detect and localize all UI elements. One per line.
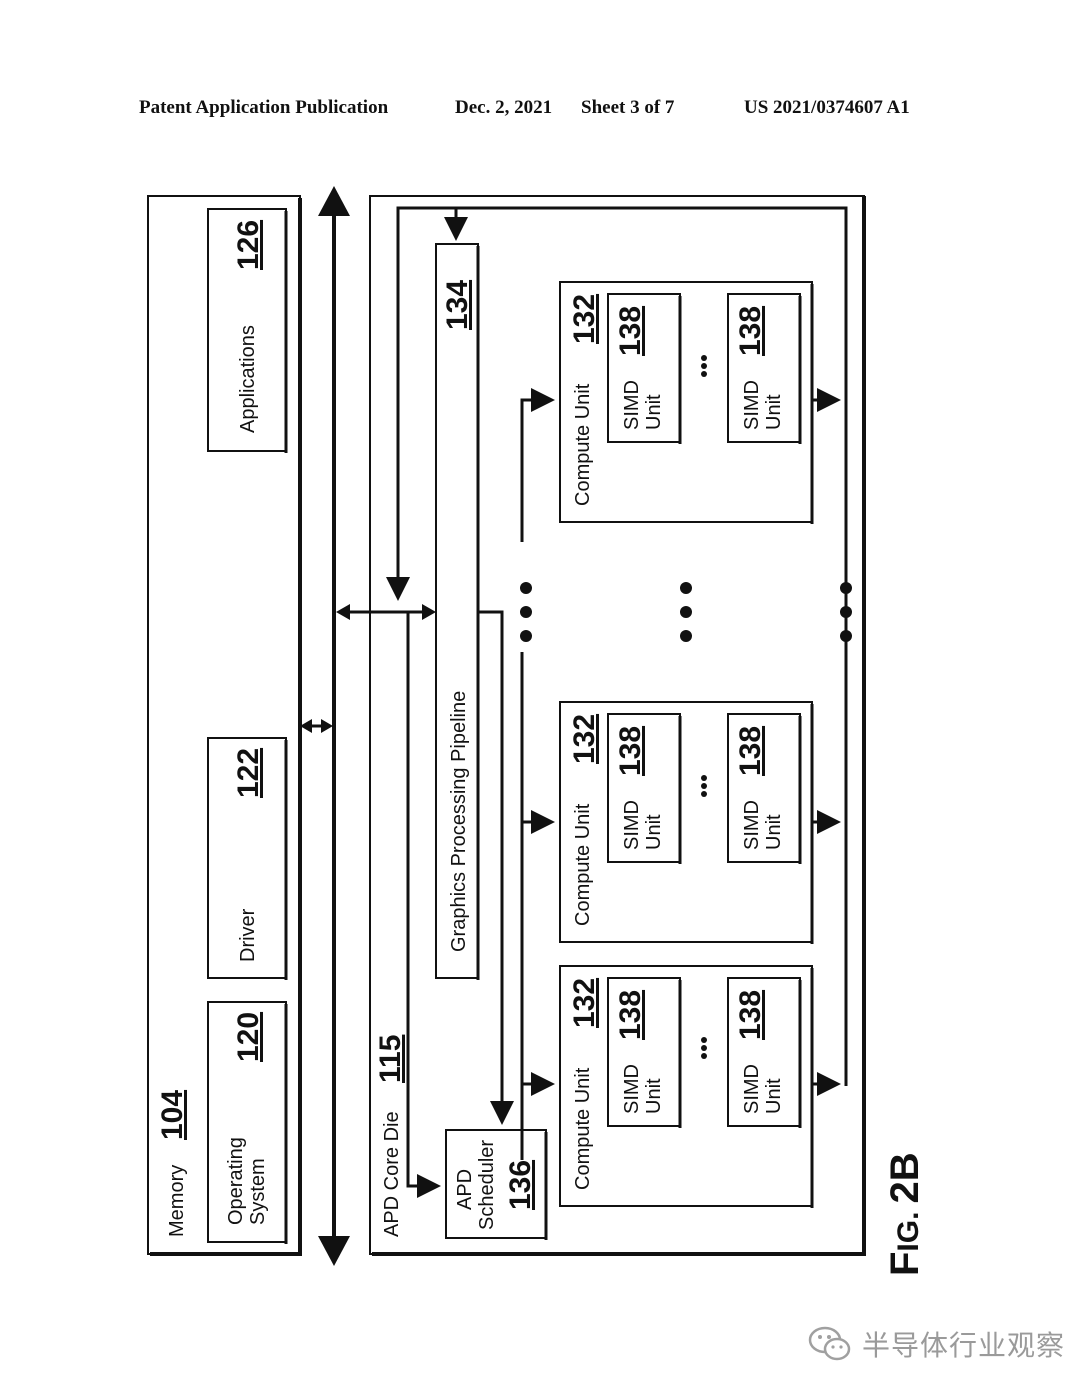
compute-unit-ref: 132 [568, 978, 601, 1028]
simd-label-line2: Unit [643, 814, 665, 850]
os-label-line2: System [247, 1158, 269, 1225]
simd-label-line2: Unit [763, 394, 785, 430]
simd-ellipsis [701, 1037, 707, 1059]
graphics-pipeline-box: Graphics Processing Pipeline 134 [435, 243, 480, 980]
os-ref: 120 [232, 1012, 265, 1062]
driver-box: Driver 122 [207, 737, 288, 980]
figure-label: FIG. 2B [883, 1152, 927, 1276]
simd-label-line2: Unit [763, 814, 785, 850]
header-number: US 2021/0374607 A1 [744, 97, 910, 118]
simd-label-line1: SIMD [741, 380, 763, 430]
watermark-text: 半导体行业观察 [862, 1329, 1066, 1362]
simd-label-line1: SIMD [741, 1064, 763, 1114]
connection-lines [386, 206, 848, 1198]
compute-unit-box: Compute Unit 132 SIMD Unit 138 SIMD Unit… [559, 281, 814, 524]
apd-core-die: APD Core Die 115 [369, 195, 866, 1256]
simd-label-line1: SIMD [621, 800, 643, 850]
simd-ref: 138 [734, 990, 767, 1040]
simd-unit-box: SIMD Unit 138 [607, 977, 682, 1128]
ellipsis-dots [520, 582, 852, 642]
applications-label: Applications [237, 325, 259, 433]
system-bus [300, 186, 436, 1266]
header-sheet: Sheet 3 of 7 [581, 97, 675, 118]
simd-ref: 138 [614, 990, 647, 1040]
compute-unit-label: Compute Unit [572, 383, 594, 506]
apd-label: APD Core Die [381, 1111, 403, 1237]
applications-box: Applications 126 [207, 208, 288, 453]
simd-unit-box: SIMD Unit 138 [727, 977, 802, 1128]
compute-unit-box: Compute Unit 132 SIMD Unit 138 SIMD Unit… [559, 701, 814, 944]
scheduler-label-line1: APD [454, 1169, 476, 1210]
simd-label-line1: SIMD [621, 380, 643, 430]
simd-unit-box: SIMD Unit 138 [607, 293, 682, 444]
simd-unit-box: SIMD Unit 138 [727, 293, 802, 444]
apd-ref: 115 [374, 1035, 407, 1083]
compute-unit-ref: 132 [568, 714, 601, 764]
simd-label-line2: Unit [643, 1078, 665, 1114]
compute-unit-label: Compute Unit [572, 803, 594, 926]
scheduler-label-line2: Scheduler [476, 1140, 498, 1230]
simd-ellipsis [701, 355, 707, 377]
memory-label: Memory [166, 1165, 188, 1237]
driver-ref: 122 [232, 748, 265, 798]
os-label-line1: Operating [225, 1137, 247, 1225]
operating-system-box: Operating System 120 [207, 1001, 288, 1244]
memory-block: Memory 104 Operating System 120 Driver 1… [147, 195, 302, 1256]
simd-label-line2: Unit [763, 1078, 785, 1114]
simd-label-line1: SIMD [621, 1064, 643, 1114]
simd-ellipsis [701, 775, 707, 797]
apd-scheduler-box: APD Scheduler 136 [445, 1129, 548, 1240]
watermark: 半导体行业观察 [808, 1318, 1065, 1370]
simd-unit-box: SIMD Unit 138 [607, 713, 682, 864]
figure-small-caps: IG. [892, 1212, 925, 1252]
simd-unit-box: SIMD Unit 138 [727, 713, 802, 864]
driver-label: Driver [237, 908, 259, 962]
figure-number: 2B [883, 1152, 927, 1203]
simd-label-line1: SIMD [741, 800, 763, 850]
applications-ref: 126 [232, 220, 265, 270]
memory-ref: 104 [156, 1090, 189, 1140]
simd-ref: 138 [734, 726, 767, 776]
pipeline-label: Graphics Processing Pipeline [448, 691, 470, 952]
simd-ref: 138 [614, 306, 647, 356]
header-publication: Patent Application Publication [139, 97, 389, 118]
simd-label-line2: Unit [643, 394, 665, 430]
simd-ref: 138 [614, 726, 647, 776]
figure-prefix: F [883, 1252, 927, 1276]
pipeline-ref: 134 [441, 280, 474, 330]
compute-unit-box: Compute Unit 132 SIMD Unit 138 SIMD Unit… [559, 965, 814, 1208]
header-date: Dec. 2, 2021 [455, 97, 553, 118]
compute-unit-ref: 132 [568, 294, 601, 344]
scheduler-ref: 136 [504, 1160, 537, 1210]
compute-unit-label: Compute Unit [572, 1067, 594, 1190]
wechat-icon [808, 1326, 851, 1361]
simd-ref: 138 [734, 306, 767, 356]
